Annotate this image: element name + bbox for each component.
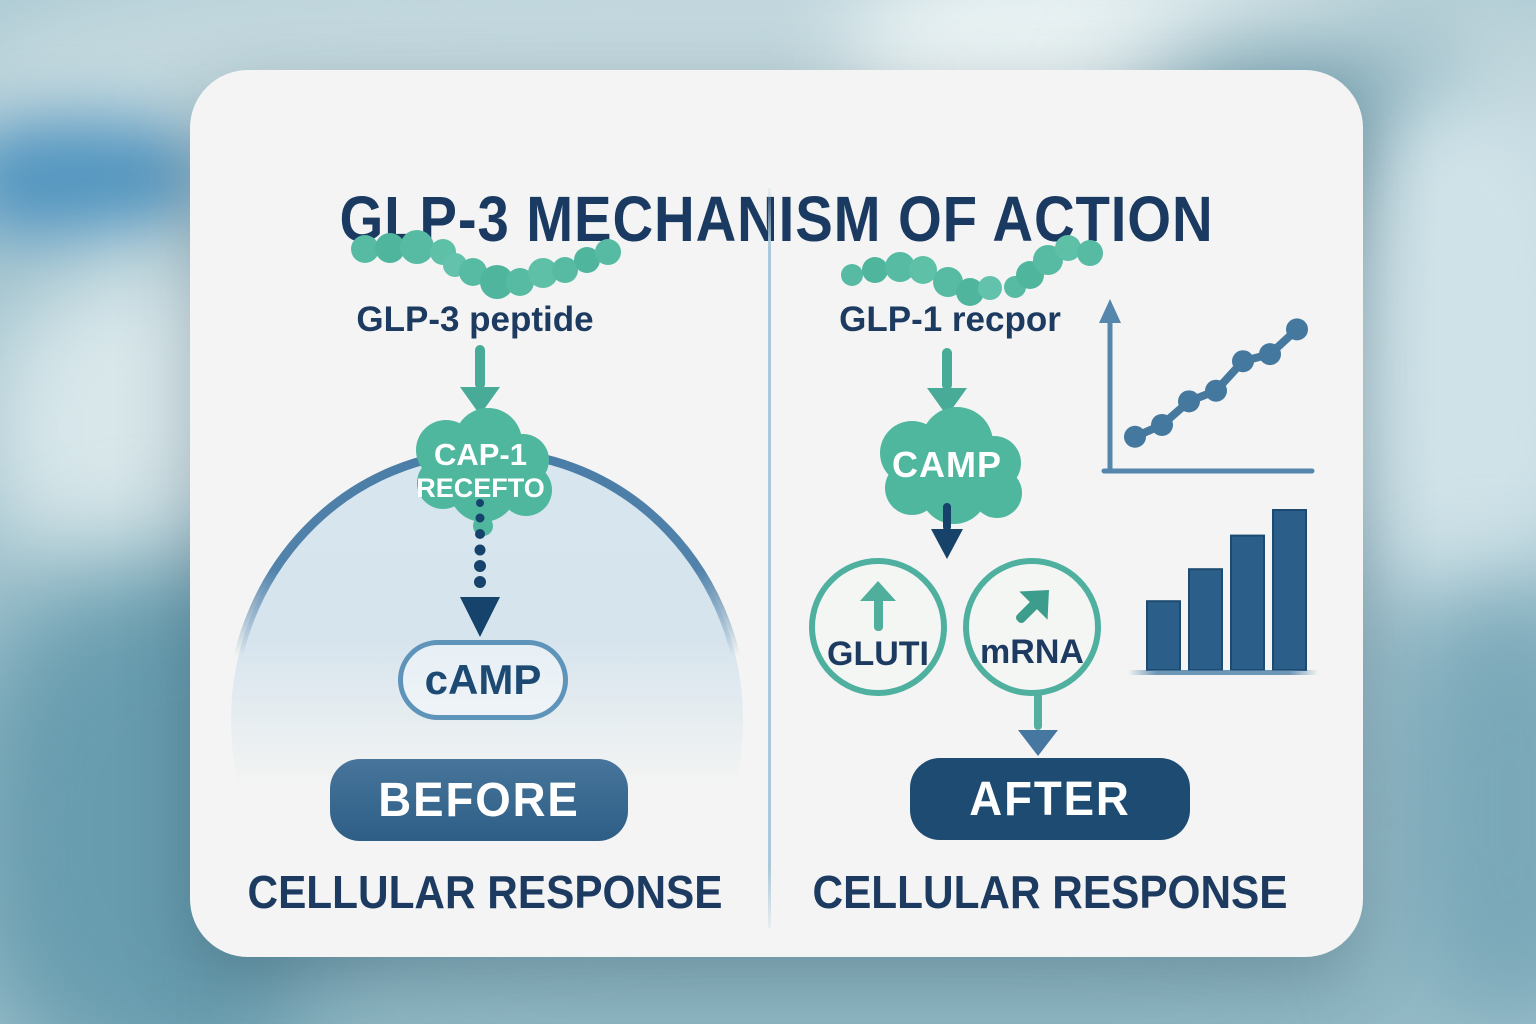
right-peptide-label: GLP-1 recpor — [839, 300, 1061, 339]
panel-divider — [768, 188, 771, 928]
receptor-label: CAP-1 RECEFTO — [398, 437, 563, 503]
trend-line-chart — [1099, 299, 1315, 474]
glut-label: GLUTI — [827, 634, 929, 673]
camp-cloud-shape — [880, 407, 1022, 524]
background-blob — [0, 120, 200, 240]
background-blob — [1340, 90, 1536, 610]
peptide-chain-icon — [841, 235, 1103, 306]
down-arrow-icon — [931, 503, 963, 559]
growth-bar-chart — [1128, 509, 1318, 675]
background-blob — [1390, 590, 1536, 1024]
up-arrow-icon — [860, 580, 896, 631]
after-badge-label: AFTER — [969, 772, 1131, 826]
camp-cloud-label: CAMP — [892, 444, 1002, 485]
camp-pill: cAMP — [398, 640, 568, 720]
diagram-card: GLP-3 MECHANISM OF ACTION GLP-3 peptide — [190, 70, 1363, 993]
before-badge-label: BEFORE — [378, 773, 580, 827]
down-arrow-icon — [927, 348, 967, 416]
right-response-label: CELLULAR RESPONSE — [812, 866, 1288, 918]
receptor-cloud-shape — [416, 408, 552, 536]
left-peptide-label: GLP-3 peptide — [356, 300, 594, 339]
peptide-chain-icon — [351, 230, 621, 299]
camp-pill-label: cAMP — [424, 656, 542, 703]
down-arrow-icon — [460, 345, 500, 415]
down-arrow-icon — [1018, 692, 1058, 756]
dotted-down-arrow-icon — [460, 499, 500, 637]
glut-circle: GLUTI — [809, 558, 947, 696]
left-response-label: CELLULAR RESPONSE — [247, 866, 723, 918]
before-badge: BEFORE — [330, 759, 628, 841]
trend-up-arrow-icon — [1015, 589, 1049, 623]
mrna-circle: mRNA — [963, 558, 1101, 696]
receptor-label-line2: RECEFTO — [416, 472, 545, 503]
after-badge: AFTER — [910, 758, 1190, 840]
mrna-label: mRNA — [980, 632, 1084, 671]
receptor-label-line1: CAP-1 — [433, 437, 527, 472]
